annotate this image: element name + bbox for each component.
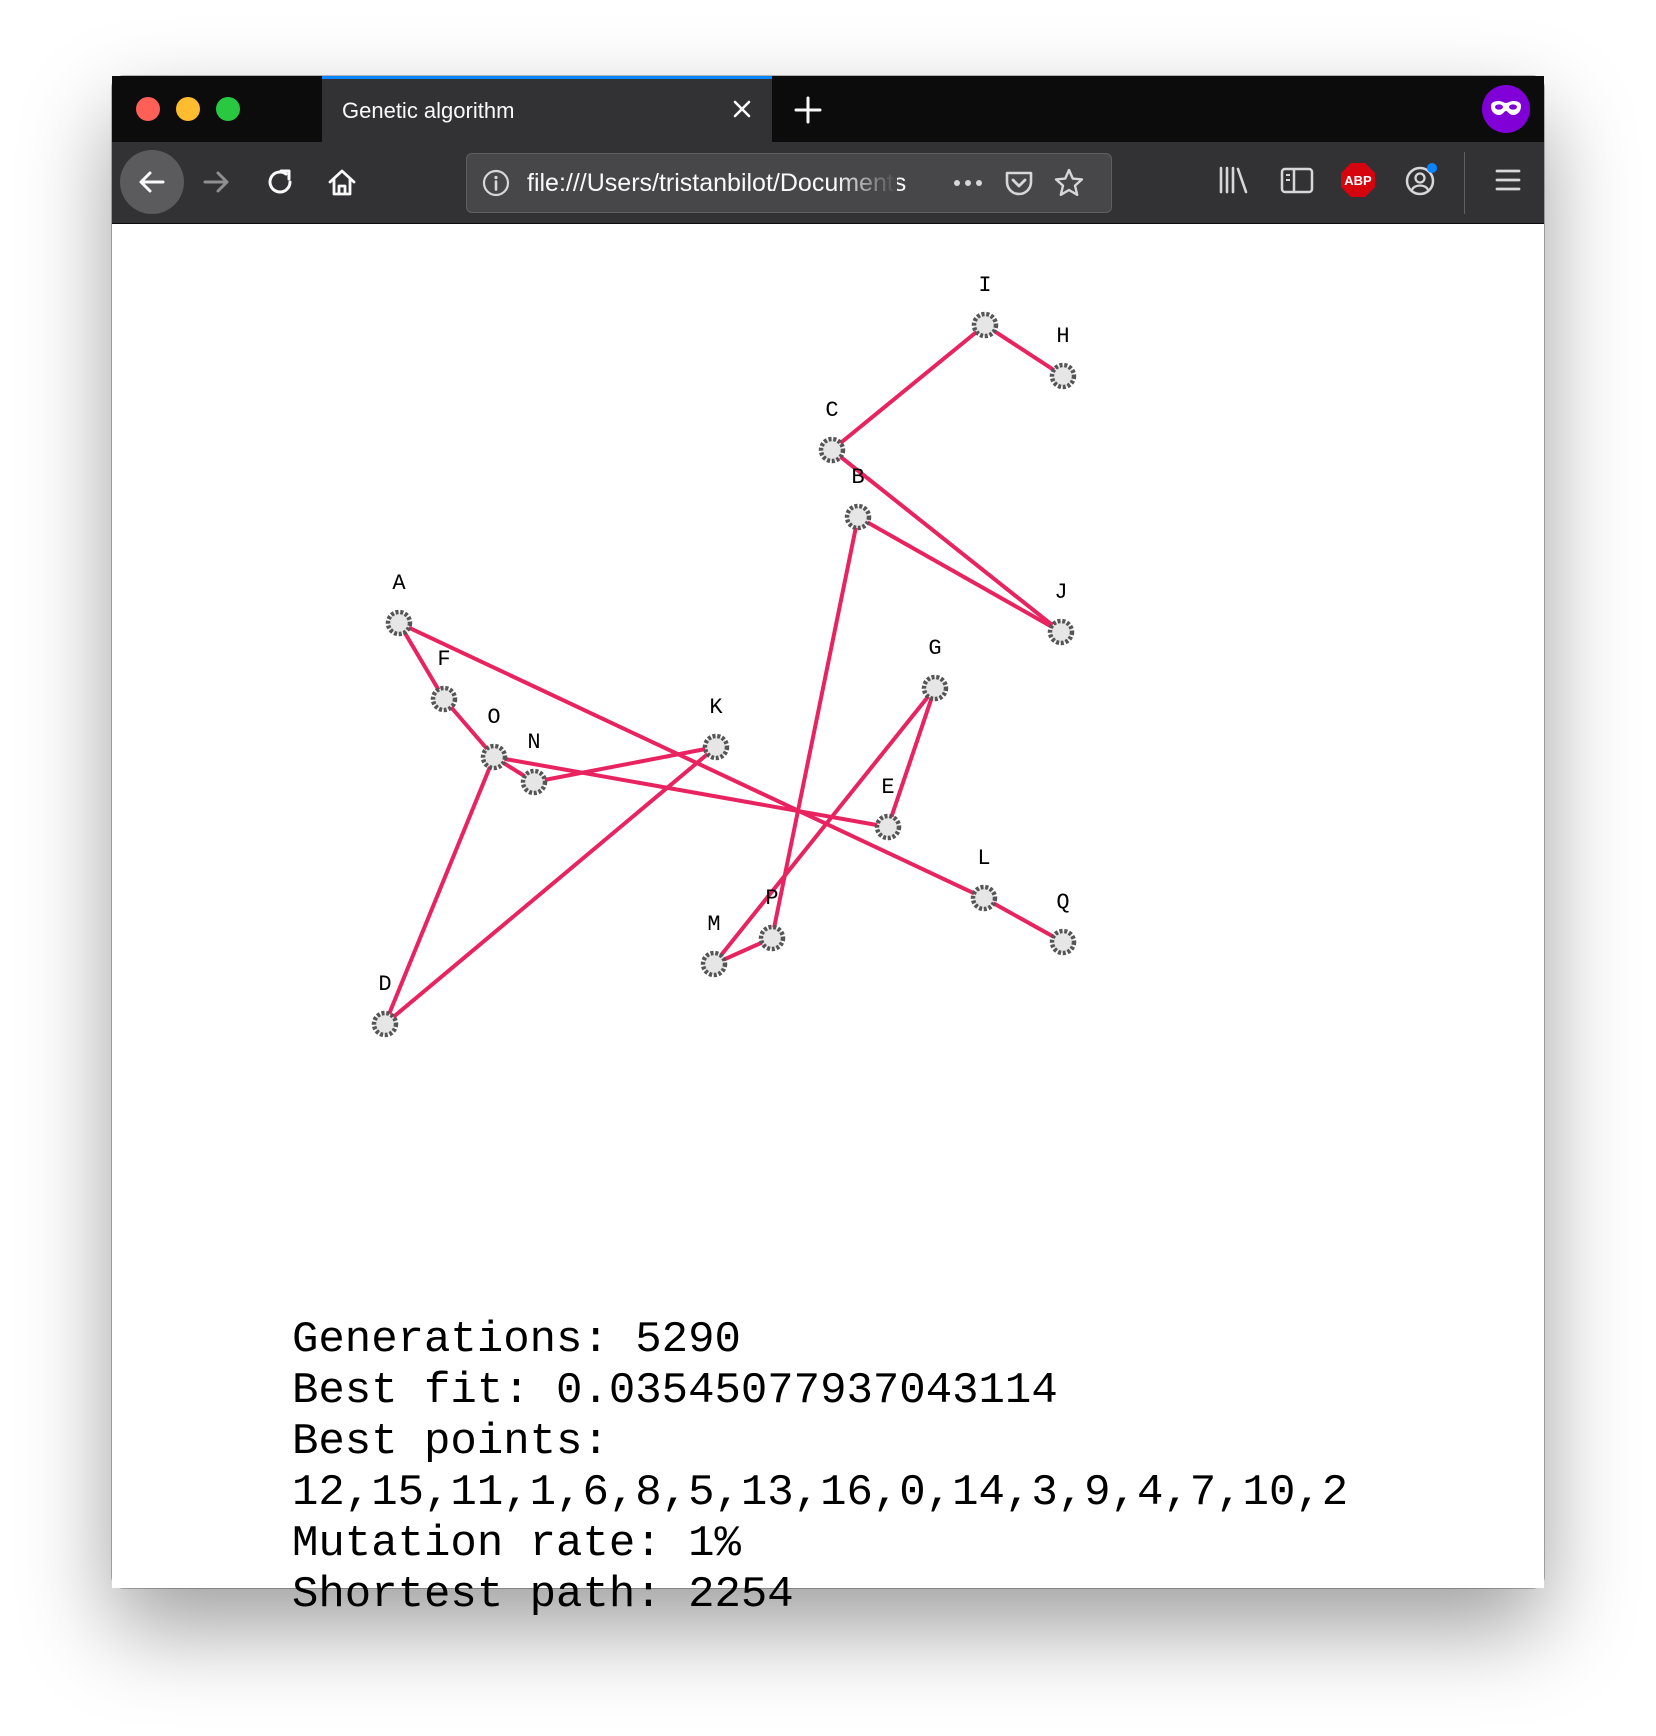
city-node-G	[921, 674, 949, 702]
path-segment-H-I	[983, 323, 1065, 378]
path-segment-G-E	[886, 686, 937, 829]
abp-label: ABP	[1344, 173, 1372, 188]
city-label-N: N	[527, 730, 540, 755]
address-bar[interactable]: file:///Users/tristanbilot/Documents	[466, 153, 1112, 213]
city-node-B	[844, 503, 872, 531]
city-node-I	[971, 311, 999, 339]
city-node-O	[480, 743, 508, 771]
path-segment-I-C	[830, 323, 987, 452]
toolbar-separator	[1464, 152, 1465, 214]
path-segment-M-G	[712, 686, 937, 966]
city-label-Q: Q	[1056, 890, 1069, 915]
account-icon[interactable]	[1402, 162, 1438, 198]
city-label-M: M	[707, 912, 720, 937]
window-maximize-button[interactable]	[216, 97, 240, 121]
tab-close-icon[interactable]	[726, 93, 758, 125]
city-label-K: K	[709, 695, 723, 720]
path-segment-F-A	[397, 621, 446, 701]
back-button[interactable]	[120, 150, 184, 214]
city-node-Q	[1049, 928, 1077, 956]
reload-icon	[268, 169, 292, 194]
city-node-A	[385, 609, 413, 637]
stats-panel: Generations: 5290 Best fit: 0.0354507793…	[292, 1315, 1348, 1621]
city-node-M	[700, 950, 728, 978]
site-info-icon[interactable]	[481, 168, 511, 203]
pocket-icon[interactable]	[1003, 168, 1035, 203]
path-segment-J-B	[856, 515, 1063, 634]
path-segment-K-D	[383, 745, 718, 1026]
page-actions-more-icon[interactable]	[951, 168, 985, 203]
window-close-button[interactable]	[136, 97, 160, 121]
city-node-H	[1049, 362, 1077, 390]
city-label-B: B	[851, 465, 864, 490]
city-node-L	[970, 884, 998, 912]
url-text[interactable]: file:///Users/tristanbilot/Documents	[527, 169, 907, 197]
city-node-E	[874, 813, 902, 841]
path-segment-L-Q	[982, 896, 1065, 944]
reload-button[interactable]	[248, 150, 312, 214]
path-segment-N-K	[532, 745, 718, 784]
home-icon	[328, 169, 356, 196]
bookmark-star-icon[interactable]	[1053, 168, 1085, 203]
tab-genetic-algorithm[interactable]: Genetic algorithm	[322, 76, 772, 142]
window-minimize-button[interactable]	[176, 97, 200, 121]
tab-bar: Genetic algorithm	[112, 76, 1544, 142]
city-node-P	[758, 924, 786, 952]
city-node-D	[371, 1010, 399, 1038]
path-segment-C-J	[830, 448, 1063, 634]
best-points-label: Best points:	[292, 1417, 609, 1467]
url-fade	[837, 164, 897, 202]
city-label-F: F	[437, 647, 450, 672]
path-segment-A-L	[397, 621, 986, 900]
city-node-K	[702, 733, 730, 761]
hamburger-menu-icon[interactable]	[1490, 162, 1526, 198]
back-arrow-icon	[139, 171, 165, 193]
navigation-toolbar: file:///Users/tristanbilot/Documents	[112, 142, 1544, 224]
best-fit-text: Best fit: 0.03545077937043114	[292, 1366, 1058, 1416]
path-segment-E-O	[492, 755, 890, 829]
browser-window: Genetic algorithm	[112, 76, 1544, 1620]
library-icon[interactable]	[1216, 162, 1252, 198]
city-node-C	[818, 436, 846, 464]
private-browsing-mask-icon	[1482, 85, 1530, 133]
new-tab-plus-icon[interactable]	[788, 90, 828, 130]
city-label-C: C	[825, 398, 838, 423]
page-content: A B C D E F G H I J K L M N O P Q Generations: 5290 Best…	[112, 224, 1544, 1620]
best-points-text: 12,15,11,1,6,8,5,13,16,0,14,3,9,4,7,10,2	[292, 1468, 1349, 1518]
generations-text: Generations: 5290	[292, 1315, 741, 1365]
city-node-J	[1047, 618, 1075, 646]
city-node-N	[520, 768, 548, 796]
city-label-G: G	[928, 636, 941, 661]
city-label-P: P	[765, 886, 778, 911]
path-segment-B-P	[770, 515, 860, 940]
tab-title: Genetic algorithm	[342, 98, 515, 123]
city-label-J: J	[1054, 580, 1067, 605]
forward-arrow-icon	[203, 171, 229, 193]
mutation-rate-text: Mutation rate: 1%	[292, 1519, 741, 1569]
city-label-A: A	[392, 571, 406, 596]
sidebar-toggle-icon[interactable]	[1279, 162, 1315, 198]
city-label-I: I	[978, 273, 991, 298]
city-label-L: L	[977, 846, 990, 871]
shortest-path-text: Shortest path: 2254	[292, 1570, 794, 1620]
tsp-canvas: A B C D E F G H I J K L M N O P Q	[371, 273, 1077, 1038]
home-button[interactable]	[310, 150, 374, 214]
city-label-E: E	[881, 775, 894, 800]
city-label-O: O	[487, 705, 500, 730]
path-segment-D-O	[383, 755, 496, 1026]
city-label-D: D	[378, 972, 391, 997]
forward-button[interactable]	[184, 150, 248, 214]
city-node-F	[430, 685, 458, 713]
city-label-H: H	[1056, 324, 1069, 349]
adblock-plus-icon[interactable]: ABP	[1340, 162, 1376, 198]
